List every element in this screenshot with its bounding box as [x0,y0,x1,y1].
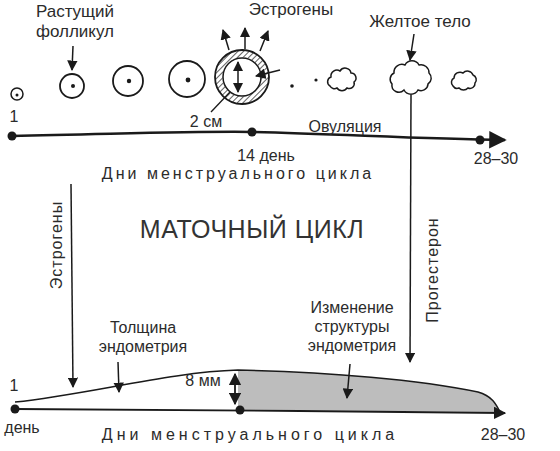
follicle-cavity [223,58,261,96]
corpus-albicans [451,71,476,90]
callout-arrow [347,364,350,398]
diagram-title: МАТОЧНЫЙ ЦИКЛ [140,214,364,244]
vertical-label: Прогестерон [423,217,442,322]
text-label: 14 день [237,146,295,165]
vertical-label: Эстрогены [47,201,66,289]
axis-point [236,406,245,415]
callout-arrow [118,362,119,392]
ovum-dot [314,78,317,81]
oocyte [186,78,191,83]
estrogen-arrow [223,30,229,50]
ovum-arrow [256,70,280,76]
time-axis [15,409,505,413]
hormone-arrow [410,95,411,362]
text-label: Дни менструального цикла [102,164,374,183]
follicle [169,61,205,97]
estrogen-arrow [260,31,268,51]
text-label: 28–30 [474,149,519,168]
size-arrow [237,62,239,92]
text-label: 2 см [190,112,222,131]
axis-point [476,136,485,145]
axis-point [8,132,17,141]
hormone-arrow [71,184,73,387]
thickness-arrow [234,374,236,404]
follicle [113,66,143,96]
text-label: Толщина эндометрия [82,318,204,356]
text-label: Овуляция [308,117,381,136]
text-label: день [4,418,39,437]
corpus-luteum [390,61,431,94]
ovum-dot [290,84,294,88]
text-label: 8 мм [185,371,220,390]
dominant-follicle [215,50,269,104]
axis-point [248,128,257,137]
leader-line [211,92,230,112]
corpus-luteum [328,68,356,91]
text-label: 1 [10,107,19,126]
follicle [60,74,84,98]
text-label: Изменение структуры эндометрия [291,298,413,356]
text-label: Желтое тело [369,12,471,32]
dominant-follicle-wall [219,54,265,100]
oocyte [71,84,75,88]
follicle [11,88,23,100]
text-label: 1 [10,376,19,395]
callout-arrow [72,46,73,70]
text-label: Растущий фолликул [19,2,131,43]
secretory-endometrium [238,370,500,412]
oocyte [127,79,131,83]
text-label: Эстрогены [249,0,333,20]
oocyte [16,94,19,97]
time-axis [12,132,505,140]
callout-arrow [410,34,414,60]
estrogen-arrow [244,28,246,49]
text-label: 28–30 [481,425,526,444]
axis-point [11,405,20,414]
text-label: Дни менструального цикла [102,425,398,444]
endometrium-outline [15,370,500,412]
